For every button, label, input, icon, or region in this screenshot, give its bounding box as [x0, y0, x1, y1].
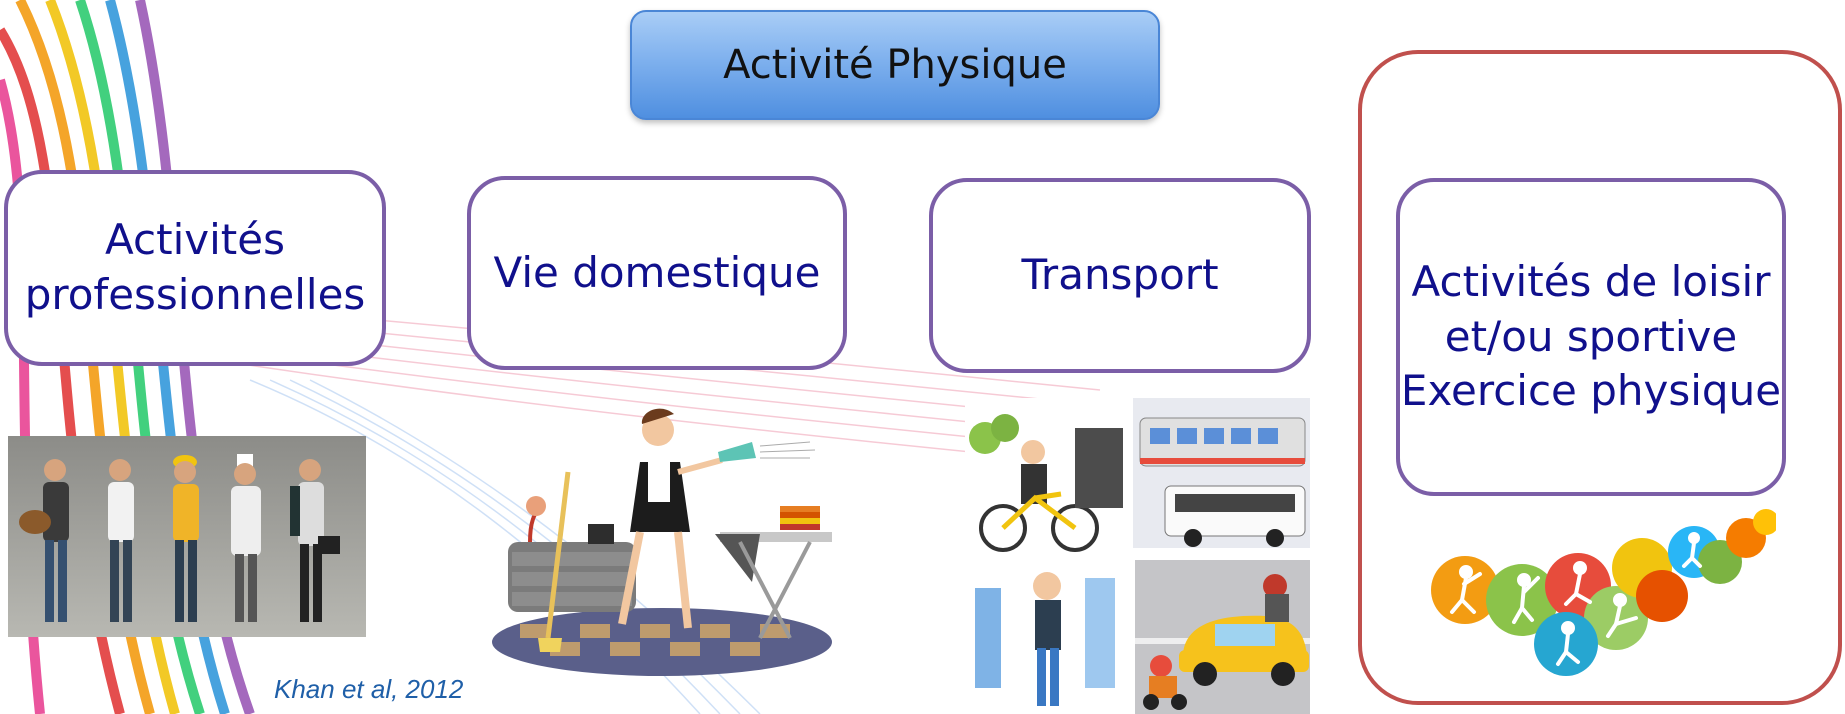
workers-photo	[8, 436, 366, 637]
worker-figures	[19, 454, 340, 622]
leisure-highlight-frame	[1358, 50, 1842, 705]
page-title: Activité Physique	[630, 10, 1160, 120]
category-transport: Transport	[929, 178, 1311, 373]
cyclist	[969, 414, 1099, 552]
category-professional: Activités professionnelles	[4, 170, 386, 366]
bus	[1164, 485, 1306, 547]
athlete-swimmer	[1556, 621, 1580, 666]
athlete-running	[1564, 561, 1592, 606]
category-leisure-line-3: Exercice physique	[1400, 366, 1782, 416]
athlete-karate	[1606, 593, 1638, 638]
category-domestic: Vie domestique	[467, 176, 847, 370]
category-professional-line-1: Activités	[105, 215, 285, 265]
category-domestic-label: Vie domestique	[493, 247, 821, 297]
woman-figure	[618, 408, 723, 629]
category-leisure-line-2: et/ou sportive	[1444, 311, 1738, 361]
sports-icons	[1431, 509, 1776, 676]
athlete-volleyball	[1512, 573, 1540, 624]
category-professional-line-2: professionnelles	[24, 270, 366, 319]
housework-illustration	[492, 408, 832, 676]
tram	[1139, 417, 1306, 467]
transport-illustration	[965, 398, 1310, 714]
category-transport-label: Transport	[1021, 250, 1219, 300]
athlete-jump	[1682, 532, 1702, 568]
athlete-handball	[1450, 565, 1482, 614]
car-and-scooters	[1135, 574, 1310, 710]
citation-credit: Khan et al, 2012	[274, 674, 464, 704]
category-leisure-line-1: Activités de loisir	[1411, 257, 1771, 307]
category-leisure: Activités de loisir et/ou sportive Exerc…	[1396, 178, 1786, 496]
pedestrian	[975, 572, 1115, 706]
